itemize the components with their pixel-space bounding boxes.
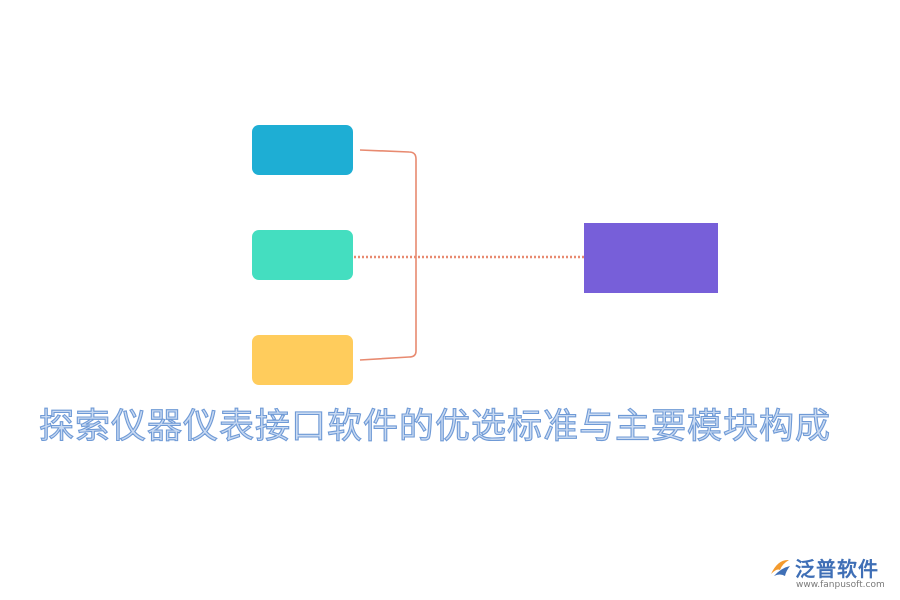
brand-logo: 泛普软件 www.fanpusoft.com [768, 552, 896, 596]
node-top-box [252, 125, 353, 175]
diagram-title: 探索仪器仪表接口软件的优选标准与主要模块构成 [38, 406, 831, 447]
node-middle-box [252, 230, 353, 280]
brand-name: 泛普软件 [795, 557, 879, 581]
logo-icon [771, 559, 790, 576]
brand-url: www.fanpusoft.com [796, 580, 885, 590]
node-bottom-box [252, 335, 353, 385]
bracket-connector [359, 149, 417, 361]
node-target-box [584, 223, 718, 293]
